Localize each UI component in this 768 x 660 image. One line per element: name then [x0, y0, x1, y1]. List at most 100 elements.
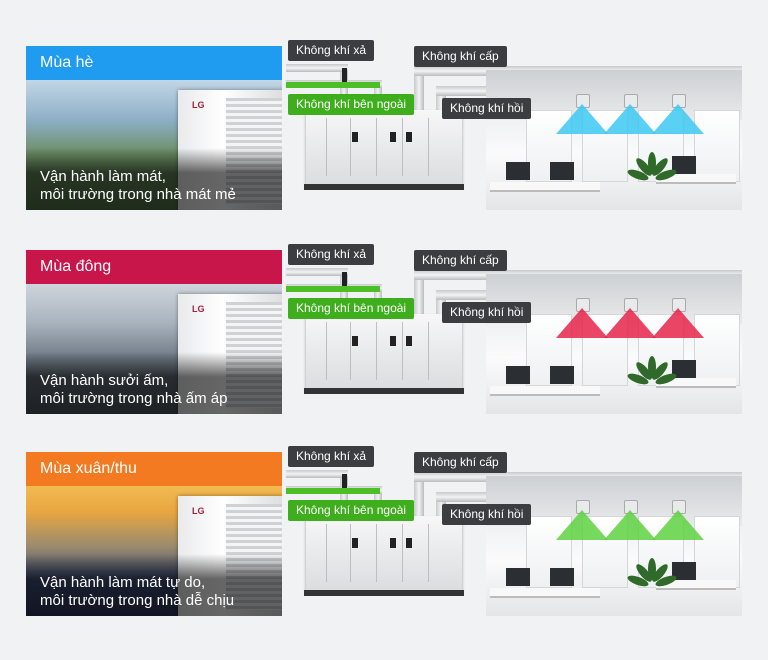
operation-caption: Vận hành làm mát, môi trường trong nhà m…: [26, 148, 282, 210]
brand-logo: LG: [192, 100, 205, 110]
exhaust-duct-top: [286, 268, 348, 276]
plant-leaf: [648, 558, 656, 580]
monitor: [550, 568, 574, 586]
diffuser: [604, 298, 664, 338]
exhaust-air-label: Không khí xả: [288, 244, 375, 265]
supply-duct-vertical: [414, 68, 424, 114]
monitor: [550, 366, 574, 384]
outdoor-air-arrow: [286, 82, 380, 88]
row-winter: LG Mùa đông Vận hành sưởi ấm, môi trường…: [0, 244, 768, 420]
ahu-base: [304, 388, 464, 394]
supply-air-label: Không khí cấp: [414, 46, 507, 67]
office-desk: [490, 588, 600, 598]
ahu-handle: [390, 132, 396, 142]
monitor: [506, 568, 530, 586]
ahu-handle: [352, 132, 358, 142]
air-flow: [652, 510, 704, 540]
supply-air-label: Không khí cấp: [414, 250, 507, 271]
monitor: [550, 162, 574, 180]
ahu-handle: [406, 132, 412, 142]
outdoor-air-label: Không khí bên ngoài: [288, 298, 415, 319]
plant-leaf: [648, 152, 656, 174]
ahu-panel: [350, 524, 371, 582]
ahu-handle: [406, 538, 412, 548]
ahu-handle: [390, 538, 396, 548]
return-air-label: Không khí hồi: [442, 504, 532, 525]
monitor: [506, 162, 530, 180]
exhaust-duct: [340, 472, 348, 518]
office-desk: [656, 378, 736, 388]
air-handling-unit: [304, 314, 464, 394]
row-spring-autumn: LG Mùa xuân/thu Vận hành làm mát tự do, …: [0, 446, 768, 622]
office-desk: [656, 174, 736, 184]
ahu-panel: [428, 322, 449, 380]
ahu-panel: [376, 524, 397, 582]
ahu-panel: [326, 118, 347, 176]
ahu-panel: [326, 524, 347, 582]
brand-logo: LG: [192, 304, 205, 314]
return-air-label: Không khí hồi: [442, 302, 532, 323]
ahu-panel: [402, 524, 423, 582]
ahu-handle: [352, 538, 358, 548]
monitor: [672, 360, 696, 378]
monitor: [506, 366, 530, 384]
diffuser: [604, 500, 664, 540]
row-summer: LG Mùa hè Vận hành làm mát, môi trường t…: [0, 40, 768, 216]
air-flow: [652, 104, 704, 134]
air-handling-unit: [304, 110, 464, 190]
return-duct-vertical: [436, 88, 446, 114]
exhaust-arrow: [342, 474, 347, 492]
air-flow: [556, 308, 608, 338]
exhaust-air-label: Không khí xả: [288, 446, 375, 467]
ahu-base: [304, 590, 464, 596]
ahu-handle: [390, 336, 396, 346]
ahu-handle: [406, 336, 412, 346]
exhaust-arrow: [342, 272, 347, 290]
diffuser: [556, 94, 616, 134]
supply-duct-vertical: [414, 272, 424, 318]
monitor: [672, 156, 696, 174]
office-desk: [490, 182, 600, 192]
exhaust-air-label: Không khí xả: [288, 40, 375, 61]
air-flow: [604, 104, 656, 134]
ahu-handle: [352, 336, 358, 346]
caption-line-1: Vận hành làm mát tự do,: [40, 574, 206, 591]
return-duct-vertical: [436, 494, 446, 520]
diffuser: [652, 94, 712, 134]
ahu-panel: [350, 322, 371, 380]
exhaust-duct: [340, 66, 348, 112]
plant-leaf: [648, 356, 656, 378]
ahu-panel: [326, 322, 347, 380]
brand-logo: LG: [192, 506, 205, 516]
monitor: [672, 562, 696, 580]
ahu-panel: [402, 322, 423, 380]
office-desk: [656, 580, 736, 590]
return-duct-vertical: [436, 292, 446, 318]
season-label: Mùa hè: [26, 46, 282, 80]
outdoor-air-label: Không khí bên ngoài: [288, 94, 415, 115]
air-handling-unit: [304, 516, 464, 596]
diffuser: [556, 500, 616, 540]
ahu-panel: [402, 118, 423, 176]
office-interior: [486, 476, 742, 616]
return-air-label: Không khí hồi: [442, 98, 532, 119]
ahu-panel: [376, 322, 397, 380]
outdoor-air-label: Không khí bên ngoài: [288, 500, 415, 521]
ahu-base: [304, 184, 464, 190]
diffuser: [652, 298, 712, 338]
caption-line-2: môi trường trong nhà ấm áp: [40, 390, 228, 407]
office-interior: [486, 274, 742, 414]
ahu-panel: [428, 118, 449, 176]
season-label: Mùa xuân/thu: [26, 452, 282, 486]
outdoor-air-arrow: [286, 286, 380, 292]
air-flow: [604, 308, 656, 338]
operation-caption: Vận hành sưởi ấm, môi trường trong nhà ấ…: [26, 352, 282, 414]
office-desk: [490, 386, 600, 396]
diffuser: [604, 94, 664, 134]
caption-line-2: môi trường trong nhà mát mẻ: [40, 186, 236, 203]
diffuser: [556, 298, 616, 338]
supply-air-label: Không khí cấp: [414, 452, 507, 473]
air-flow: [604, 510, 656, 540]
exhaust-duct-top: [286, 64, 348, 72]
ahu-panel: [350, 118, 371, 176]
